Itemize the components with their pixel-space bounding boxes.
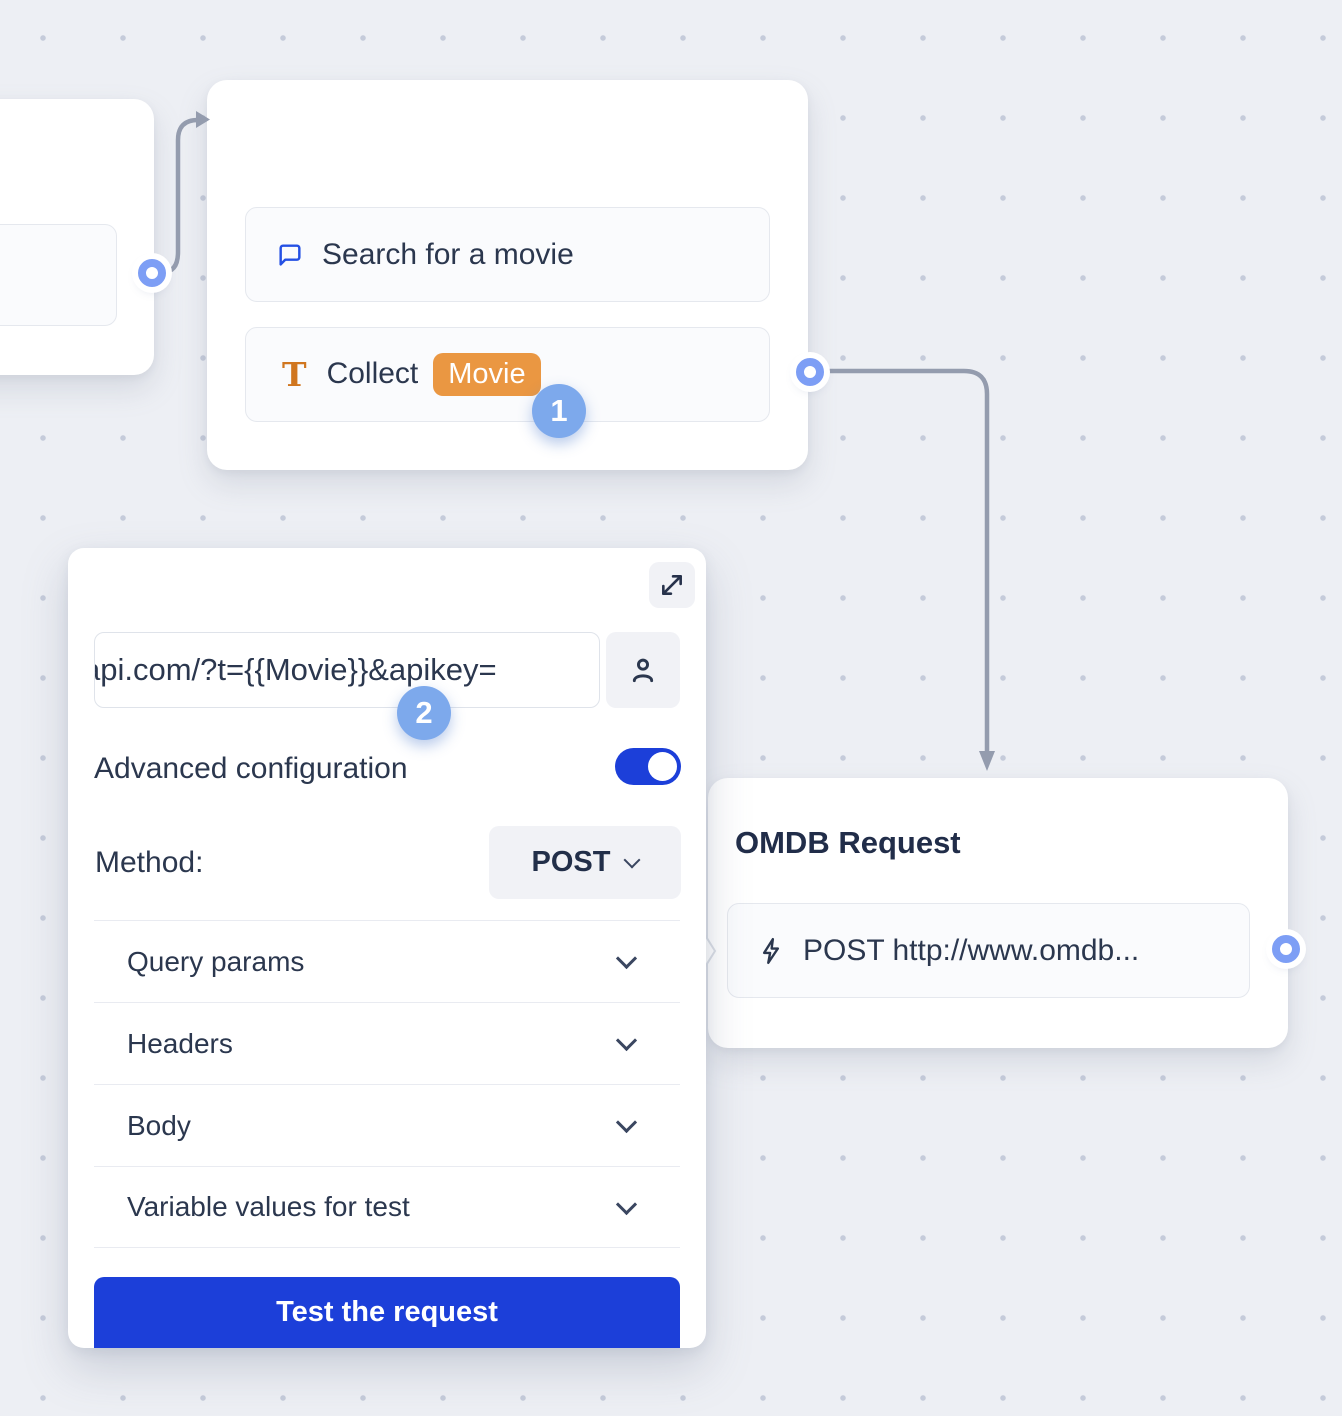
webhook-block[interactable]: POST http://www.omdb...: [727, 903, 1250, 998]
section-variable-values[interactable]: Variable values for test: [94, 1166, 680, 1248]
step-badge-2: 2: [397, 686, 451, 740]
question-block[interactable]: Search for a movie: [245, 207, 770, 302]
webhook-config-panel[interactable]: api.com/?t={{Movie}}&apikey= Advanced co…: [68, 548, 706, 1348]
output-port-movie-search[interactable]: [796, 358, 824, 386]
node-title: OMDB Request: [735, 825, 961, 860]
block-label: POST http://www.omdb...: [803, 933, 1140, 967]
arrowhead-down-icon: [979, 751, 995, 771]
connector-movie-to-omdb: [821, 368, 990, 755]
chat-bubble-icon: [276, 241, 304, 269]
output-port-partial-node[interactable]: [138, 259, 166, 287]
omdb-request-node[interactable]: OMDB Request POST http://www.omdb...: [704, 778, 1288, 1048]
user-icon: [632, 658, 654, 683]
connector-left-to-movie: [160, 117, 201, 275]
insert-variable-button[interactable]: [606, 632, 680, 708]
lightning-icon: [756, 936, 786, 966]
config-sections: Query params Headers Body Variable value…: [94, 920, 680, 1248]
section-query-params[interactable]: Query params: [94, 920, 680, 1002]
url-input[interactable]: api.com/?t={{Movie}}&apikey=: [94, 632, 600, 708]
advanced-configuration-toggle[interactable]: [615, 748, 681, 785]
partial-node-item[interactable]: [0, 224, 117, 326]
chevron-down-icon: [623, 851, 641, 868]
chevron-down-icon: [615, 947, 638, 970]
movie-search-node[interactable]: Movie search Search for a movie T Collec…: [207, 80, 808, 470]
toggle-knob: [648, 752, 677, 781]
url-value: api.com/?t={{Movie}}&apikey=: [94, 652, 497, 687]
variable-chip[interactable]: Movie: [433, 353, 541, 396]
section-headers[interactable]: Headers: [94, 1002, 680, 1084]
expand-icon: [662, 575, 682, 595]
input-notch-icon: [704, 934, 717, 968]
partial-node-card[interactable]: [0, 99, 154, 375]
chevron-down-icon: [615, 1111, 638, 1134]
output-port-omdb-request[interactable]: [1272, 935, 1300, 963]
advanced-configuration-label: Advanced configuration: [94, 752, 408, 785]
chevron-down-icon: [615, 1029, 638, 1052]
section-body[interactable]: Body: [94, 1084, 680, 1166]
method-label: Method:: [95, 846, 204, 879]
chevron-down-icon: [615, 1193, 638, 1215]
method-value: POST: [531, 846, 611, 878]
test-request-button[interactable]: Test the request: [94, 1277, 680, 1348]
method-dropdown[interactable]: POST: [489, 826, 681, 899]
step-badge-1: 1: [532, 384, 586, 438]
block-label: Search for a movie: [322, 237, 574, 271]
text-icon: T: [282, 355, 307, 394]
expand-button[interactable]: [649, 562, 695, 608]
